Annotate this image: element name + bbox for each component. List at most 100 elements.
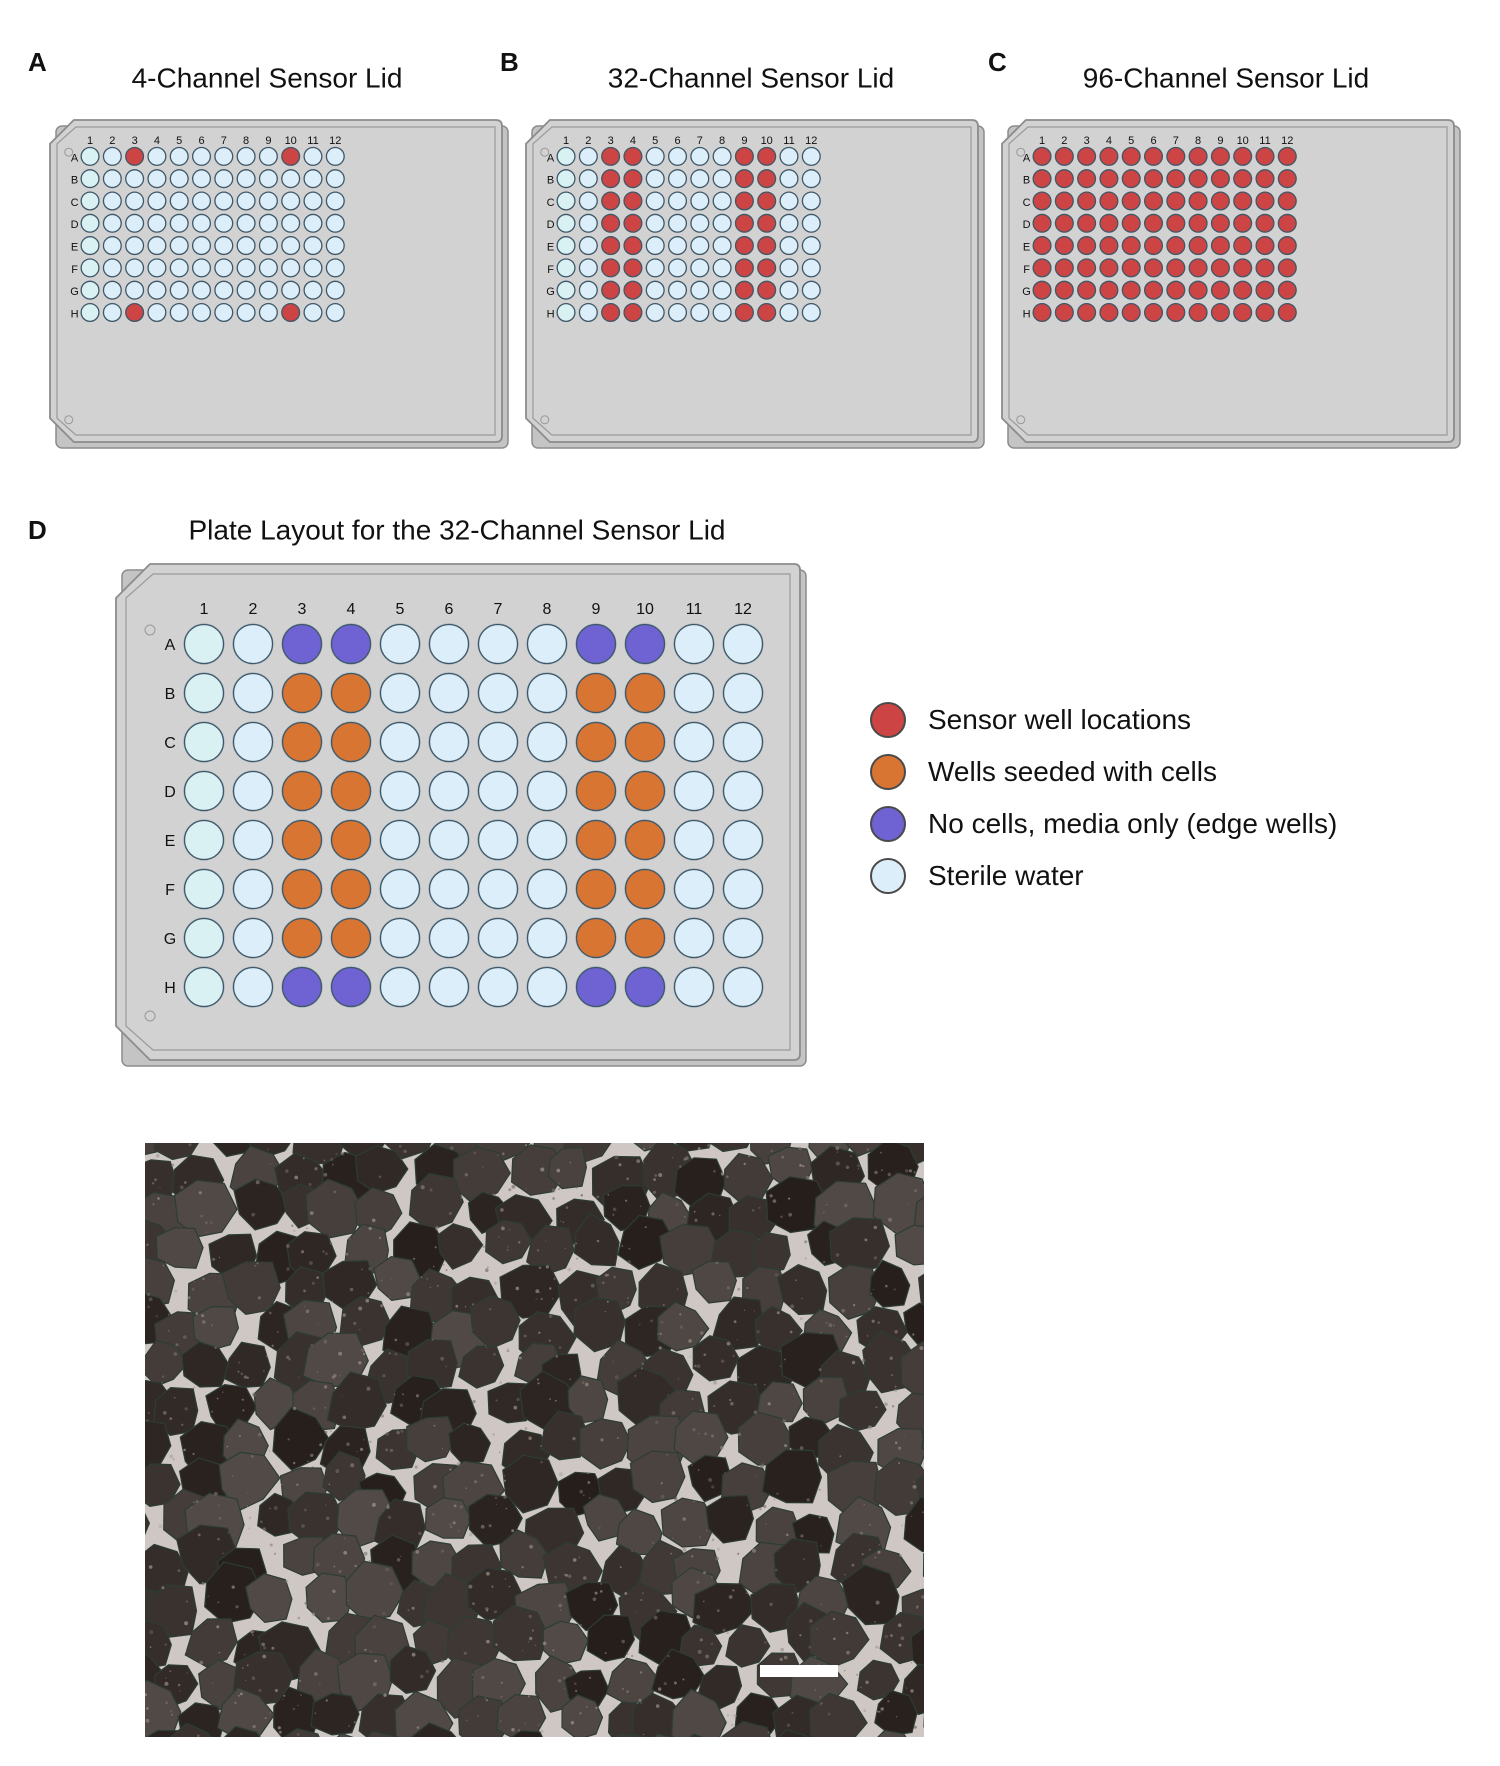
granule	[518, 1356, 522, 1360]
granule	[193, 1280, 196, 1283]
granule	[363, 1551, 368, 1556]
granule	[604, 1311, 606, 1313]
cell	[894, 1224, 924, 1266]
granule	[689, 1356, 691, 1358]
row-label-f: F	[547, 264, 554, 276]
granule	[808, 1619, 813, 1623]
granule	[156, 1154, 160, 1158]
granule	[578, 1556, 581, 1559]
well-h7	[477, 966, 519, 1008]
granule	[433, 1424, 436, 1427]
granule	[583, 1576, 587, 1580]
granule	[538, 1291, 541, 1293]
granule	[164, 1684, 166, 1686]
cell	[586, 1614, 636, 1662]
granule	[621, 1639, 625, 1644]
cell	[305, 1178, 364, 1239]
well-b9	[575, 672, 617, 714]
well-a2	[232, 623, 274, 665]
well-h3	[601, 302, 621, 322]
granule	[818, 1368, 822, 1372]
well-e8	[1188, 236, 1208, 256]
granule	[323, 1385, 328, 1389]
well-g2	[102, 280, 122, 300]
well-g5	[645, 280, 665, 300]
granule	[457, 1529, 460, 1532]
granule	[845, 1165, 850, 1169]
granule	[296, 1733, 300, 1736]
granule	[217, 1601, 220, 1604]
row-label-d: D	[164, 784, 176, 801]
well-a5	[169, 146, 189, 166]
granule	[308, 1182, 312, 1187]
well-d1	[183, 770, 225, 812]
granule	[576, 1257, 579, 1260]
cell	[829, 1217, 891, 1276]
well-a11	[303, 146, 323, 166]
granule	[658, 1173, 663, 1177]
granule	[503, 1474, 506, 1477]
granule	[415, 1626, 418, 1629]
granule	[333, 1565, 336, 1568]
well-f7	[690, 258, 710, 278]
granule	[602, 1354, 605, 1357]
panel-title-a: 4-Channel Sensor Lid	[132, 62, 403, 93]
granule	[699, 1638, 703, 1642]
granule	[472, 1399, 476, 1404]
granule	[667, 1394, 669, 1396]
granule	[317, 1323, 320, 1326]
well-h9	[734, 302, 754, 322]
well-d4	[147, 213, 167, 233]
cell	[354, 1145, 409, 1194]
cell	[692, 1582, 758, 1636]
granule	[559, 1220, 562, 1222]
granule	[269, 1163, 271, 1165]
legend-swatch-cells	[870, 754, 906, 790]
well-d8	[712, 213, 732, 233]
granule	[517, 1728, 521, 1732]
granule	[174, 1397, 176, 1399]
cell	[725, 1624, 771, 1668]
well-h7	[214, 302, 234, 322]
granule	[857, 1168, 860, 1170]
well-c5	[645, 191, 665, 211]
granule	[621, 1245, 624, 1247]
granule	[474, 1480, 477, 1484]
granule	[801, 1297, 803, 1299]
granule	[187, 1296, 191, 1300]
granule	[209, 1221, 214, 1225]
granule	[752, 1548, 756, 1553]
cell	[169, 1722, 212, 1737]
well-c11	[673, 721, 715, 763]
well-b2	[232, 672, 274, 714]
well-a9	[734, 146, 754, 166]
granule	[264, 1717, 267, 1720]
plate-hole-top	[1016, 147, 1026, 157]
well-a4	[330, 623, 372, 665]
well-a1	[80, 146, 100, 166]
granule	[628, 1247, 631, 1250]
plate-rim	[56, 126, 496, 436]
cell	[808, 1692, 868, 1737]
well-f2	[232, 868, 274, 910]
cell	[656, 1301, 710, 1352]
well-h10	[281, 302, 301, 322]
well-c10	[624, 721, 666, 763]
granule	[560, 1609, 562, 1611]
granule	[912, 1333, 915, 1336]
granule	[431, 1338, 434, 1341]
granule	[844, 1203, 848, 1208]
cell	[283, 1727, 320, 1737]
well-b1	[80, 169, 100, 189]
granule	[371, 1218, 376, 1223]
granule	[903, 1435, 905, 1438]
granule	[177, 1683, 181, 1687]
cell	[145, 1339, 188, 1387]
row-label-c: C	[164, 735, 176, 752]
granule	[765, 1523, 767, 1526]
granule	[675, 1202, 679, 1207]
well-e10	[757, 236, 777, 256]
well-b10	[624, 672, 666, 714]
granule	[626, 1177, 630, 1181]
granule	[746, 1287, 749, 1289]
